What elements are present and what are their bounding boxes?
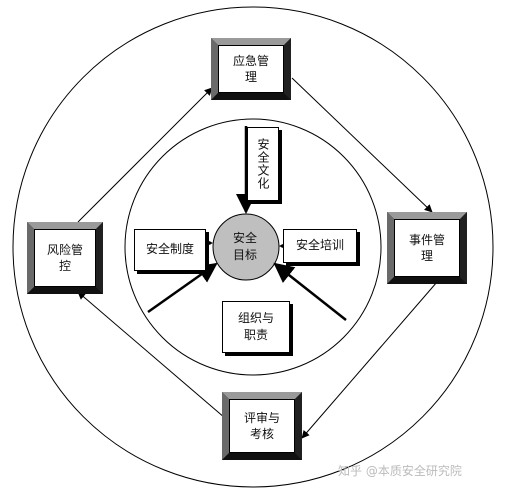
arrow-emergency-to-incident [291, 77, 433, 213]
box-risk-control-label: 风险管 控 [34, 229, 96, 287]
safety-culture-text: 安全文化 [256, 138, 270, 190]
risk-control-text: 风险管 控 [46, 242, 83, 273]
incident-management-text: 事件管 理 [408, 232, 445, 263]
box-organization-responsibility: 组织与 职责 [222, 301, 290, 353]
arrow-left-lower-to-goal [147, 262, 218, 314]
safety-training-text: 安全培训 [295, 238, 344, 253]
outer-ring [12, 6, 494, 488]
arrow-incident-to-review [301, 281, 438, 439]
center-goal-label: 安全 目标 [212, 218, 278, 276]
arrow-risk-to-emergency [77, 87, 213, 223]
box-review-assessment-label: 评审与 考核 [229, 399, 295, 453]
arrow-right-lower-to-goal [273, 262, 347, 321]
emergency-management-text: 应急管 理 [232, 53, 269, 84]
box-risk-control: 风险管 控 [27, 222, 103, 294]
box-safety-system: 安全制度 [134, 229, 206, 271]
watermark: 知乎 @本质安全研究院 [338, 464, 462, 478]
box-safety-culture: 安全文化 [247, 127, 279, 201]
box-incident-management-label: 事件管 理 [394, 219, 460, 277]
box-safety-training: 安全培训 [283, 229, 357, 263]
center-goal-text: 安全 目标 [232, 230, 257, 262]
box-review-assessment: 评审与 考核 [222, 392, 302, 460]
organization-responsibility-text: 组织与 职责 [237, 310, 274, 342]
review-assessment-text: 评审与 考核 [243, 410, 280, 441]
arrow-review-to-risk [77, 291, 226, 419]
box-emergency-management: 应急管 理 [211, 38, 291, 100]
inner-ring [124, 118, 382, 376]
safety-system-text: 安全制度 [145, 242, 194, 257]
box-emergency-management-label: 应急管 理 [218, 45, 284, 93]
box-incident-management: 事件管 理 [387, 212, 467, 284]
